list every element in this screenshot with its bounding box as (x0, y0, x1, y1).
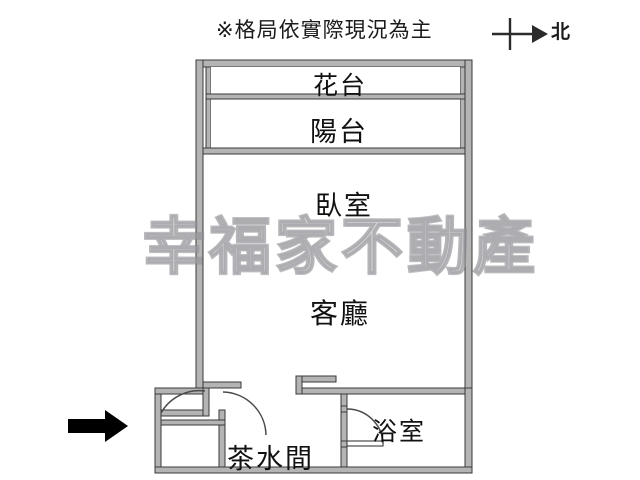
room-fill-pantry (225, 394, 341, 467)
compass-direction-label: 北 (551, 21, 571, 43)
wall-bathroom-door-jamb-top-restroke (340, 405, 348, 413)
wall-balcony-right (459, 93, 466, 152)
entrance-arrow-icon (68, 410, 128, 442)
layout-disclaimer-note: ※格局依實際現況為主 (216, 18, 433, 42)
wall-balcony-left (205, 93, 212, 152)
door-leaf-bathroom-panel (346, 440, 384, 447)
room-label-balcony: 陽台 (310, 117, 368, 148)
room-label-livingroom: 客廳 (310, 297, 371, 330)
wall-exterior-right-restroke (464, 59, 473, 395)
room-label-bathroom: 浴室 (372, 417, 427, 446)
room-label-planter: 花台 (313, 71, 368, 100)
wall-entry-vestibule-right-restroke (218, 409, 226, 468)
wall-bathroom-left-restroke (340, 387, 348, 474)
room-fill-balcony (211, 99, 460, 148)
wall-pantry-box-top-restroke (160, 419, 226, 426)
wall-entry-header-left-restroke (160, 409, 210, 417)
room-fill-planter (211, 67, 460, 94)
wall-exterior-right-lower-restroke (464, 387, 473, 474)
room-label-bedroom: 臥室 (315, 191, 373, 222)
door-arc-bathroom (346, 408, 384, 445)
room-fill-pantry-box (161, 425, 219, 467)
wall-stub-entry-left-restroke (202, 387, 210, 417)
room-fill-bathroom (347, 394, 465, 467)
room-fill-living (203, 270, 465, 382)
wall-vestibule-left-restroke (154, 387, 162, 474)
wall-bathroom-corner-up-restroke (295, 375, 303, 395)
compass-north-arrow-icon (492, 18, 548, 50)
wall-planter-left (205, 66, 212, 99)
wall-planter-right (459, 66, 466, 99)
wall-bathroom-door-jamb-bottom-restroke (340, 440, 348, 448)
door-arc-entrance-left (160, 389, 206, 414)
room-fill-vestibule (161, 394, 203, 410)
room-label-pantry: 茶水間 (227, 444, 314, 475)
wall-exterior-bottom-restroke (154, 466, 473, 474)
wall-bathroom-top-restroke (295, 387, 473, 395)
room-fill-bedroom (203, 154, 465, 270)
wall-livingroom-bottom-left-restroke (202, 381, 242, 389)
door-arc-entrance-right (222, 391, 267, 436)
wall-exterior-left-restroke (195, 59, 204, 395)
